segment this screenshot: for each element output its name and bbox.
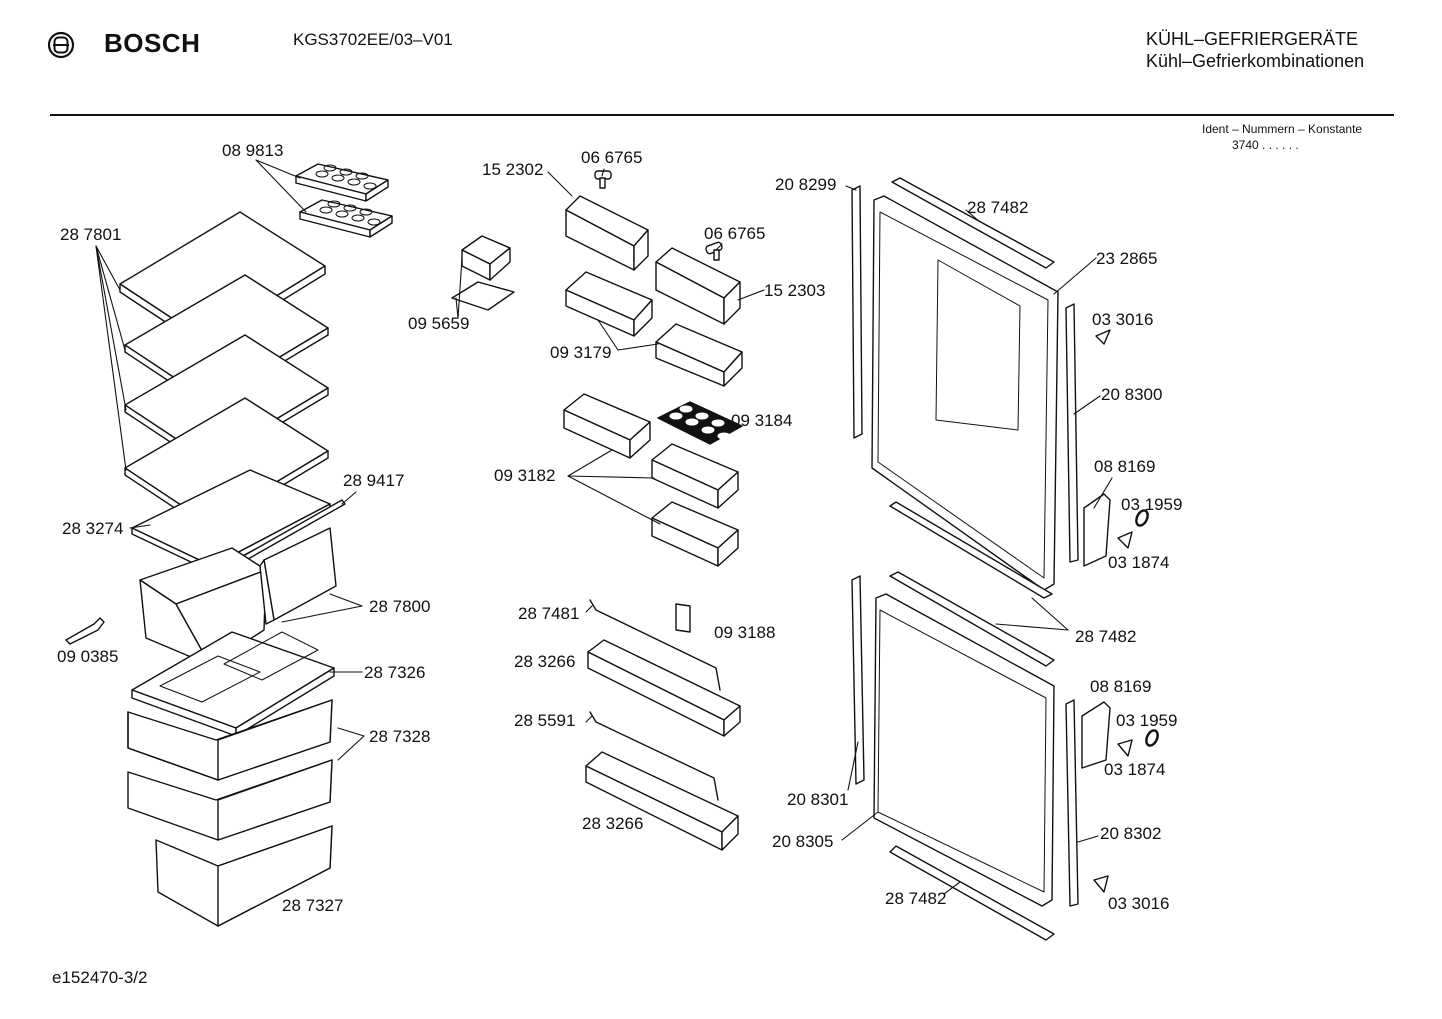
crisper-cover-drawing xyxy=(131,631,335,737)
leader-lines xyxy=(95,159,1113,895)
document-id: e152470-3/2 xyxy=(52,968,148,987)
part-label-trim-bottom: 28 7482 xyxy=(885,889,946,908)
shelf-stack-drawing xyxy=(119,211,346,577)
part-label-bottle-rail-upper: 28 7481 xyxy=(518,604,579,623)
door-flap-left-drawing xyxy=(565,195,649,271)
part-label-handle-upper: 08 8169 xyxy=(1094,457,1155,476)
part-label-bottle-rail-lower: 28 5591 xyxy=(514,711,575,730)
part-label-door-upper: 23 2865 xyxy=(1096,249,1157,268)
part-label-door-flap-right: 15 2303 xyxy=(764,281,825,300)
part-label-ice-tray: 08 9813 xyxy=(222,141,283,160)
part-label-bottom-drawer: 28 7327 xyxy=(282,896,343,915)
part-label-ring-lower: 03 1959 xyxy=(1116,711,1177,730)
egg-holder-drawing xyxy=(451,235,515,311)
part-label-trim-upper-top: 28 7482 xyxy=(967,198,1028,217)
part-label-crisper-drawers: 28 7800 xyxy=(369,597,430,616)
ice-scraper-drawing xyxy=(65,617,105,645)
door-flap-right-drawing xyxy=(655,247,741,325)
header-divider xyxy=(50,114,1394,116)
part-label-seal-lower: 20 8301 xyxy=(787,790,848,809)
category-subtitle: Kühl–Gefrierkombinationen xyxy=(1146,51,1365,71)
part-label-crisper-cover: 28 7326 xyxy=(364,663,425,682)
part-label-screw-upper: 03 3016 xyxy=(1092,310,1153,329)
ice-tray-drawing xyxy=(295,163,393,238)
part-label-bottle-shelf-lower: 28 3266 xyxy=(582,814,643,833)
part-label-door-shelf-small: 09 3179 xyxy=(550,343,611,362)
part-label-hinge-pin-mid: 06 6765 xyxy=(704,224,765,243)
part-label-egg-insert: 09 3184 xyxy=(731,411,792,430)
door-shelf-small-drawing xyxy=(565,271,743,387)
egg-insert-drawing xyxy=(657,401,743,445)
part-label-clip: 09 3188 xyxy=(714,623,775,642)
brand-name: BOSCH xyxy=(104,28,201,58)
ident-label: Ident – Nummern – Konstante xyxy=(1202,122,1363,136)
door-shelves-drawing xyxy=(563,393,739,567)
part-label-seal-side-upper: 20 8300 xyxy=(1101,385,1162,404)
part-label-door-lower: 20 8305 xyxy=(772,832,833,851)
part-label-door-shelves: 09 3182 xyxy=(494,466,555,485)
part-label-seal-side-lower: 20 8302 xyxy=(1100,824,1161,843)
part-label-shelf-strip: 28 9417 xyxy=(343,471,404,490)
part-label-hinge-pin-top: 06 6765 xyxy=(581,148,642,167)
part-label-door-flap-left: 15 2302 xyxy=(482,160,543,179)
model-number: KGS3702EE/03–V01 xyxy=(293,30,453,49)
upper-door-drawing xyxy=(851,177,1149,599)
part-label-freezer-drawers: 28 7328 xyxy=(369,727,430,746)
hinge-pins-drawing xyxy=(594,170,723,261)
bottle-shelves-drawing xyxy=(585,599,741,851)
part-label-screw-handle-upper: 03 1874 xyxy=(1108,553,1169,572)
lower-door-drawing xyxy=(851,571,1159,941)
freezer-drawers-drawing xyxy=(127,699,333,927)
part-label-screw-handle-lower: 03 1874 xyxy=(1104,760,1165,779)
ident-value: 3740 . . . . . . xyxy=(1232,138,1299,152)
part-label-handle-lower: 08 8169 xyxy=(1090,677,1151,696)
part-label-bottle-shelf-upper: 28 3266 xyxy=(514,652,575,671)
bosch-logo-icon xyxy=(47,31,75,59)
part-label-seal-upper: 20 8299 xyxy=(775,175,836,194)
part-label-egg-holder: 09 5659 xyxy=(408,314,469,333)
part-label-screw-lower: 03 3016 xyxy=(1108,894,1169,913)
part-label-ice-scraper: 09 0385 xyxy=(57,647,118,666)
part-label-ring-upper: 03 1959 xyxy=(1121,495,1182,514)
part-label-shelf-rail: 28 7801 xyxy=(60,225,121,244)
part-label-glass-shelf: 28 3274 xyxy=(62,519,123,538)
category-title: KÜHL–GEFRIERGERÄTE xyxy=(1146,29,1359,49)
part-label-trim-middle: 28 7482 xyxy=(1075,627,1136,646)
